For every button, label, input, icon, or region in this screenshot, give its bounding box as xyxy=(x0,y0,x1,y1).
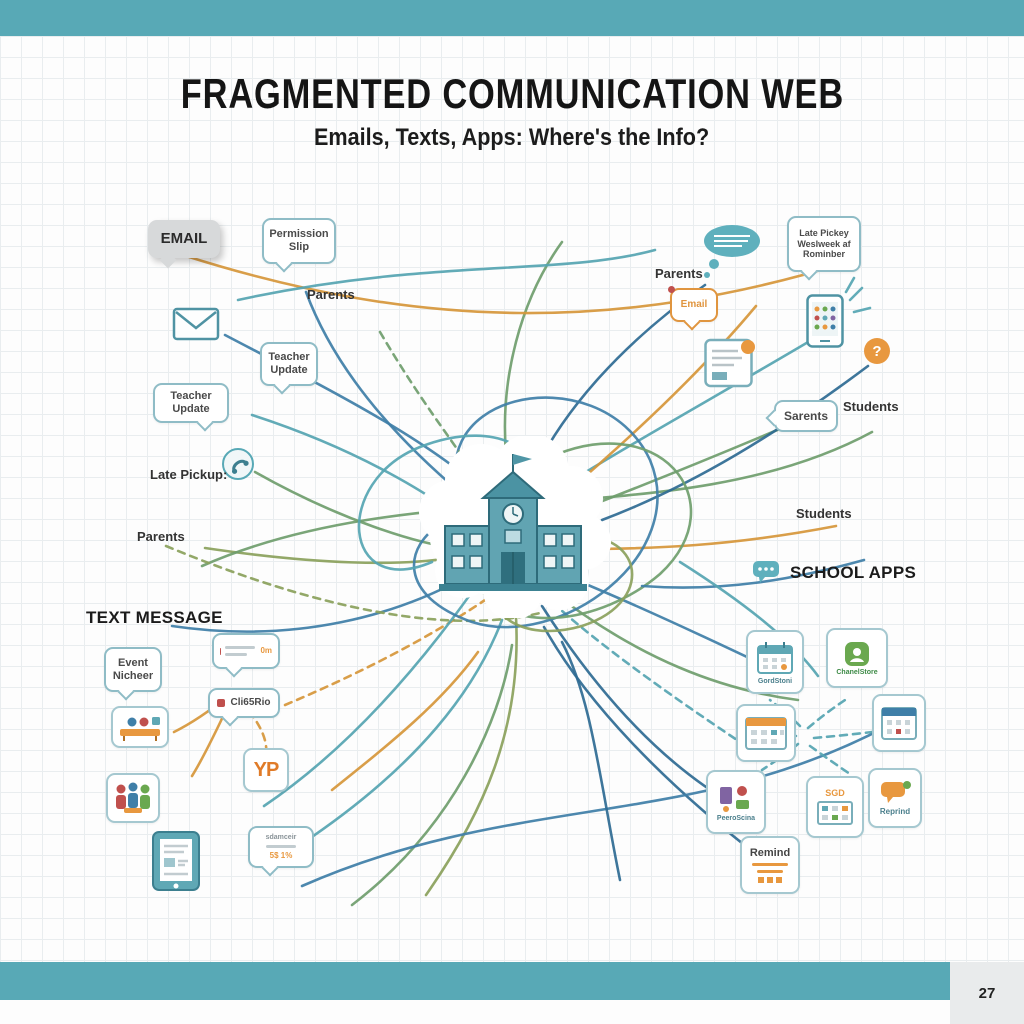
bus-icon xyxy=(111,706,169,748)
text-chat-bubble-bottom: sdamceir 5$ 1% xyxy=(248,826,314,877)
teacher-update-bubble-b: Teacher Update xyxy=(153,383,229,432)
clirio-label: Cli65Rio xyxy=(230,697,271,709)
bottom-accent-bar xyxy=(0,962,1024,1000)
sgd-label: SGD xyxy=(825,788,845,798)
dot xyxy=(767,877,773,883)
email-heading-label: EMAIL xyxy=(160,230,208,248)
chat-meta-label: 0m xyxy=(260,646,272,656)
chat2-line2: 5$ 1% xyxy=(269,850,293,860)
sgd-calendar-icon: SGD xyxy=(806,776,864,838)
teacher-update-b-line2: Update xyxy=(172,403,210,415)
chanelstore-label: ChanelStore xyxy=(836,668,878,676)
gordstoni-calendar-icon: GordStoni xyxy=(746,630,804,694)
late-pickey-line3: Rominber xyxy=(802,249,845,260)
remind-label: Remind xyxy=(749,847,791,859)
event-line1: Event xyxy=(118,656,148,669)
text-line xyxy=(266,844,296,848)
thought-bubble-icon xyxy=(704,225,760,278)
reprind-label: Reprind xyxy=(879,807,911,816)
students-label-mid: Students xyxy=(796,506,852,521)
late-pickey-line2: Weslweek af xyxy=(797,238,851,249)
tablet-icon xyxy=(152,831,200,891)
page-title: FRAGMENTED COMMUNICATION WEB xyxy=(180,70,844,117)
dot xyxy=(776,877,782,883)
phone-handset-icon xyxy=(222,448,254,480)
late-pickup-label: Late Pickup: xyxy=(150,467,228,482)
remind-card-icon: Remind xyxy=(740,836,800,894)
yp-app-icon: YP xyxy=(243,748,289,792)
calendar-icon-a xyxy=(736,704,796,762)
sarents-label: Sarents xyxy=(783,408,829,423)
peeroscina-label: PeeroScina xyxy=(716,814,756,822)
event-bubble: Event Nicheer xyxy=(104,647,162,701)
email-chat-icon: Email xyxy=(668,286,718,331)
calendar-icon-b xyxy=(872,694,926,752)
permission-slip-line1: Permission xyxy=(269,228,329,241)
question-mark: ? xyxy=(872,342,882,360)
smartphone-icon xyxy=(806,294,844,348)
envelope-icon xyxy=(172,307,220,341)
text-line xyxy=(225,646,256,649)
teacher-update-a-line2: Update xyxy=(270,364,308,376)
yp-label: YP xyxy=(253,758,280,781)
late-pickey-bubble: Late Pickey Weslweek af Rominber xyxy=(787,216,861,281)
page-number-box: 27 xyxy=(950,962,1024,1024)
email-icon-label: Email xyxy=(680,299,708,311)
school-building-icon xyxy=(419,436,611,618)
chat-message-icon: 0m xyxy=(212,633,280,678)
school-apps-heading: SCHOOL APPS xyxy=(790,563,917,582)
late-pickey-line1: Late Pickey xyxy=(799,228,849,239)
peeroscina-app-icon: PeeroScina xyxy=(706,770,766,834)
event-line2: Nicheer xyxy=(112,669,154,682)
students-label-top: Students xyxy=(843,399,899,414)
email-heading-bubble: EMAIL xyxy=(148,220,220,269)
permission-slip-line2: Slip xyxy=(288,241,310,253)
document-icon xyxy=(704,338,755,388)
sarents-bubble: Sarents xyxy=(765,400,838,432)
permission-slip-bubble: Permission Slip xyxy=(262,218,336,273)
clirio-chat-bubble: Cli65Rio xyxy=(208,688,280,727)
text-line xyxy=(757,870,783,873)
teacher-update-b-line1: Teacher xyxy=(170,390,212,403)
parents-label-left-mid: Parents xyxy=(137,529,185,544)
parents-label-left-top: Parents xyxy=(307,287,355,302)
chat2-line1: sdamceir xyxy=(265,833,297,841)
top-accent-bar xyxy=(0,0,1024,36)
dot xyxy=(758,877,764,883)
gordstoni-label: GordStoni xyxy=(757,677,793,685)
page-subtitle: Emails, Texts, Apps: Where's the Info? xyxy=(314,124,710,151)
reprind-app-icon: Reprind xyxy=(868,768,922,828)
text-line xyxy=(225,653,248,656)
text-line xyxy=(752,863,788,866)
notification-dot xyxy=(668,286,675,293)
teacher-update-bubble-a: Teacher Update xyxy=(260,342,318,395)
question-icon: ? xyxy=(864,338,890,364)
chanelstore-app-icon: ChanelStore xyxy=(826,628,888,688)
app-dot-icon xyxy=(217,699,226,707)
parents-label-right: Parents xyxy=(655,266,703,281)
app-chat-icon xyxy=(753,561,779,583)
teacher-update-a-line1: Teacher xyxy=(268,351,310,364)
students-group-icon xyxy=(106,773,160,823)
page-number: 27 xyxy=(978,984,996,1002)
text-message-heading: TEXT MESSAGE xyxy=(86,608,223,627)
